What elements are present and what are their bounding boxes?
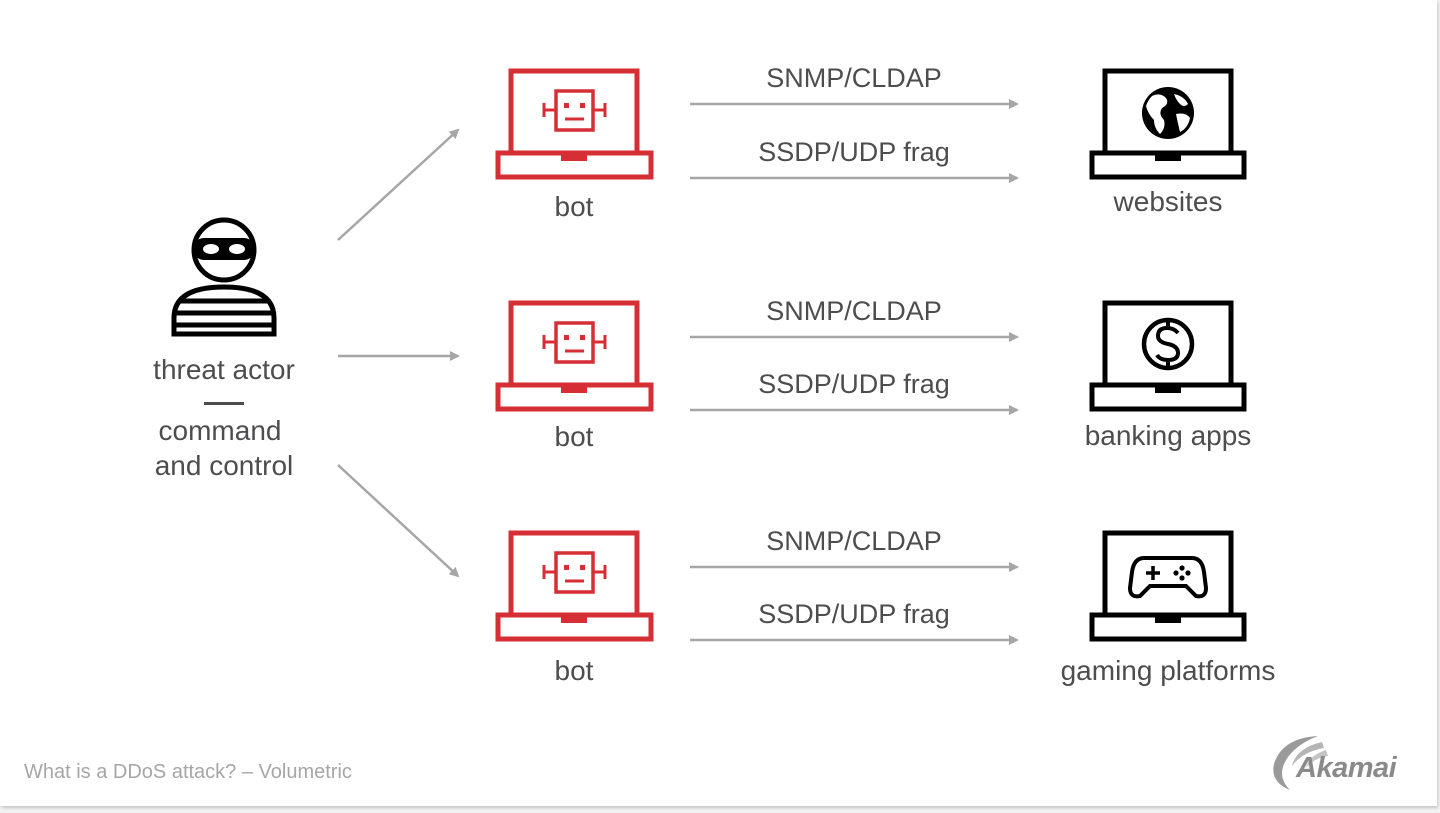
target-laptop-websites [1089, 68, 1247, 180]
bot-laptop-1 [495, 68, 654, 180]
arrow-actor-to-bot-3 [337, 464, 460, 578]
target-label-banking: banking apps [1084, 420, 1252, 451]
actor-label-command: command [158, 415, 282, 446]
actor-label-control: and control [154, 450, 294, 481]
brand-wordmark: Akamai [1296, 752, 1397, 784]
bot-label-2: bot [554, 421, 594, 452]
bot-laptop-2 [495, 300, 654, 412]
bot-label-3: bot [554, 655, 594, 686]
protocol-label-row3-ssdp: SSDP/UDP frag [758, 599, 950, 629]
akamai-logo-mark [1273, 736, 1328, 790]
robot-face-icon [542, 551, 607, 594]
bot-laptop-3 [495, 530, 654, 642]
arrow-actor-to-bot-1 [337, 128, 460, 241]
globe-icon [1142, 87, 1194, 139]
label-divider [204, 402, 244, 405]
target-label-gaming: gaming platforms [1060, 655, 1276, 686]
protocol-label-row2-snmp: SNMP/CLDAP [766, 296, 942, 326]
actor-label: threat actor [153, 354, 295, 385]
gamepad-icon [1127, 556, 1209, 599]
bot-label-1: bot [554, 191, 594, 222]
footer-caption: What is a DDoS attack? – Volumetric [24, 761, 352, 783]
protocol-label-row2-ssdp: SSDP/UDP frag [758, 369, 950, 399]
robot-face-icon [542, 89, 607, 132]
robot-face-icon [542, 321, 607, 364]
masked-person-icon [171, 217, 277, 337]
protocol-label-row1-snmp: SNMP/CLDAP [766, 63, 942, 93]
target-laptop-gaming [1089, 530, 1247, 642]
protocol-label-row1-ssdp: SSDP/UDP frag [758, 137, 950, 167]
target-label-websites: websites [1113, 186, 1223, 217]
protocol-label-row3-snmp: SNMP/CLDAP [766, 526, 942, 556]
dollar-icon [1141, 317, 1195, 371]
target-laptop-banking [1089, 300, 1247, 412]
